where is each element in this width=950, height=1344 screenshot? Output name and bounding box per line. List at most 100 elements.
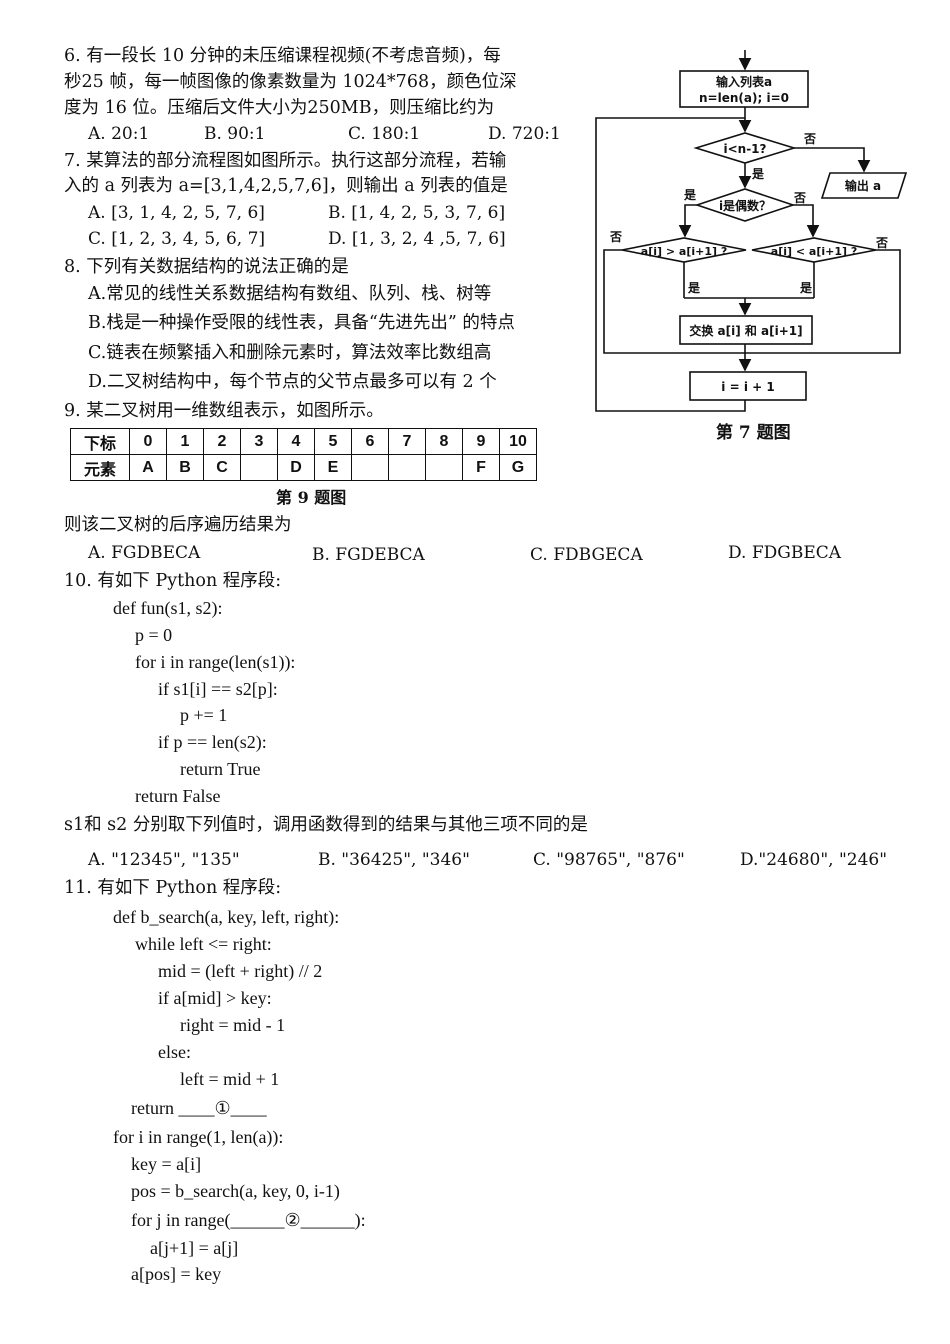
swap-box <box>679 315 813 345</box>
q7-line2: 入的 a 列表为 a=[3,1,4,2,5,7,6]，则输出 a 列表的值是 <box>64 176 508 196</box>
element-cell <box>425 454 463 481</box>
swap-label: 交换 a[i] 和 a[i+1] <box>689 323 802 338</box>
q11-code-line: for i in range(1, len(a)): <box>113 1127 284 1147</box>
q6-line2: 秒25 帧，每一帧图像的像素数量为 1024*768，颜色位深 <box>64 72 517 92</box>
q11-code-line: right = mid - 1 <box>180 1015 286 1035</box>
index-cell: 6 <box>351 428 389 455</box>
q10-code-line: if p == len(s2): <box>158 732 267 752</box>
index-cell: 1 <box>166 428 204 455</box>
q8-option-d: D.二叉树结构中，每个节点的父节点最多可以有 2 个 <box>88 372 497 392</box>
loop-condition-label: i<n-1? <box>723 142 766 156</box>
q11-code-line: for j in range(______②______): <box>131 1210 366 1230</box>
q10-code-line: p += 1 <box>180 705 228 725</box>
q9-stem: 9. 某二叉树用一维数组表示，如图所示。 <box>64 401 384 421</box>
yes-label: 是 <box>687 281 701 295</box>
q6-line3: 度为 16 位。压缩后文件大小为250MB，则压缩比约为 <box>64 98 495 118</box>
q10-option-a: A. "12345", "135" <box>88 850 240 870</box>
index-cell: 4 <box>277 428 315 455</box>
q6-option-d: D. 720:1 <box>488 124 561 144</box>
q11-code-line: mid = (left + right) // 2 <box>158 961 323 981</box>
q11-code-line: def b_search(a, key, left, right): <box>113 907 340 927</box>
q7-option-d: D. [1, 3, 2, 4 ,5, 7, 6] <box>328 229 506 249</box>
input-box <box>679 70 809 108</box>
q9-caption: 第 9 题图 <box>276 488 347 507</box>
q8-stem: 8. 下列有关数据结构的说法正确的是 <box>64 257 349 277</box>
index-cell: 5 <box>314 428 352 455</box>
q10-code-line: return True <box>180 759 261 779</box>
table-row: 下标 0 1 2 3 4 5 6 7 8 9 10 <box>70 428 537 455</box>
element-cell <box>388 454 426 481</box>
q6-option-a: A. 20:1 <box>88 124 150 144</box>
index-cell: 2 <box>203 428 241 455</box>
q11-code-line: if a[mid] > key: <box>158 988 272 1008</box>
q11-code-line: else: <box>158 1042 191 1062</box>
greater-condition-diamond <box>621 237 747 263</box>
input-label: 输入列表a <box>716 74 772 89</box>
element-cell: F <box>462 454 500 481</box>
element-cell <box>240 454 278 481</box>
q10-code-line: return False <box>135 786 221 806</box>
element-cell <box>351 454 389 481</box>
element-cell: A <box>129 454 167 481</box>
q10-option-c: C. "98765", "876" <box>533 850 685 870</box>
q6-line1: 6. 有一段长 10 分钟的未压缩课程视频(不考虑音频)，每 <box>64 46 501 66</box>
q9-array-table: 下标 0 1 2 3 4 5 6 7 8 9 10 元素 A B C D E F… <box>70 428 537 481</box>
q7-option-c: C. [1, 2, 3, 4, 5, 6, 7] <box>88 229 266 249</box>
q9-option-d: D. FDGBECA <box>728 543 842 563</box>
q7-option-b: B. [1, 4, 2, 5, 3, 7, 6] <box>328 203 506 223</box>
q10-code-line: def fun(s1, s2): <box>113 598 223 618</box>
q10-option-d: D."24680", "246" <box>740 850 888 870</box>
element-cell: G <box>499 454 537 481</box>
q7-flowchart: 输入列表a n=len(a); i=0 i<n-1? 否 输出 a 是 i是偶数… <box>595 50 908 412</box>
output-label: 输出 a <box>845 178 881 193</box>
q6-option-b: B. 90:1 <box>204 124 266 144</box>
input-label-2: n=len(a); i=0 <box>699 91 789 105</box>
index-cell: 7 <box>388 428 426 455</box>
q11-stem: 11. 有如下 Python 程序段: <box>64 878 282 898</box>
index-cell: 3 <box>240 428 278 455</box>
element-cell: B <box>166 454 204 481</box>
q11-code-line: left = mid + 1 <box>180 1069 280 1089</box>
q10-code-line: for i in range(len(s1)): <box>135 652 296 672</box>
no-label: 否 <box>875 236 888 250</box>
q6-option-c: C. 180:1 <box>348 124 421 144</box>
no-label: 否 <box>609 230 622 244</box>
q11-code-line: return ____①____ <box>131 1098 267 1118</box>
no-label: 否 <box>793 191 806 205</box>
q7-caption: 第 7 题图 <box>716 423 791 443</box>
q11-code-line: pos = b_search(a, key, 0, i-1) <box>131 1181 340 1201</box>
increment-label: i = i + 1 <box>721 380 774 394</box>
element-cell: E <box>314 454 352 481</box>
q10-code-line: if s1[i] == s2[p]: <box>158 679 278 699</box>
index-cell: 8 <box>425 428 463 455</box>
q8-option-b: B.栈是一种操作受限的线性表，具备“先进先出” 的特点 <box>88 313 515 333</box>
greater-condition-label: a[i] > a[i+1] ? <box>641 245 727 258</box>
no-label: 否 <box>803 132 816 146</box>
increment-box <box>689 371 807 401</box>
element-cell: C <box>203 454 241 481</box>
q10-question: s1和 s2 分别取下列值时，调用函数得到的结果与其他三项不同的是 <box>64 815 588 835</box>
q9-option-a: A. FGDBECA <box>88 543 201 563</box>
index-cell: 0 <box>129 428 167 455</box>
q9-option-c: C. FDBGECA <box>530 545 643 565</box>
q9-question: 则该二叉树的后序遍历结果为 <box>64 515 292 535</box>
q10-option-b: B. "36425", "346" <box>318 850 470 870</box>
q9-option-b: B. FGDEBCA <box>312 545 425 565</box>
less-condition-label: a[i] < a[i+1] ? <box>771 245 857 258</box>
q8-option-a: A.常见的线性关系数据结构有数组、队列、栈、树等 <box>88 284 492 304</box>
q11-code-line: while left <= right: <box>135 934 272 954</box>
even-condition-label: i是偶数？ <box>719 198 771 213</box>
q11-code-line: a[pos] = key <box>131 1264 222 1284</box>
element-cell: D <box>277 454 315 481</box>
yes-label: 是 <box>751 167 765 181</box>
q10-code-line: p = 0 <box>135 625 173 645</box>
q11-code-line: key = a[i] <box>131 1154 202 1174</box>
index-cell: 10 <box>499 428 537 455</box>
yes-label: 是 <box>683 188 697 202</box>
q7-option-a: A. [3, 1, 4, 2, 5, 7, 6] <box>88 203 265 223</box>
yes-label: 是 <box>799 281 813 295</box>
q11-code-line: a[j+1] = a[j] <box>150 1238 239 1258</box>
q7-line1: 7. 某算法的部分流程图如图所示。执行这部分流程，若输 <box>64 151 507 171</box>
table-row: 元素 A B C D E F G <box>70 454 537 481</box>
index-cell: 9 <box>462 428 500 455</box>
